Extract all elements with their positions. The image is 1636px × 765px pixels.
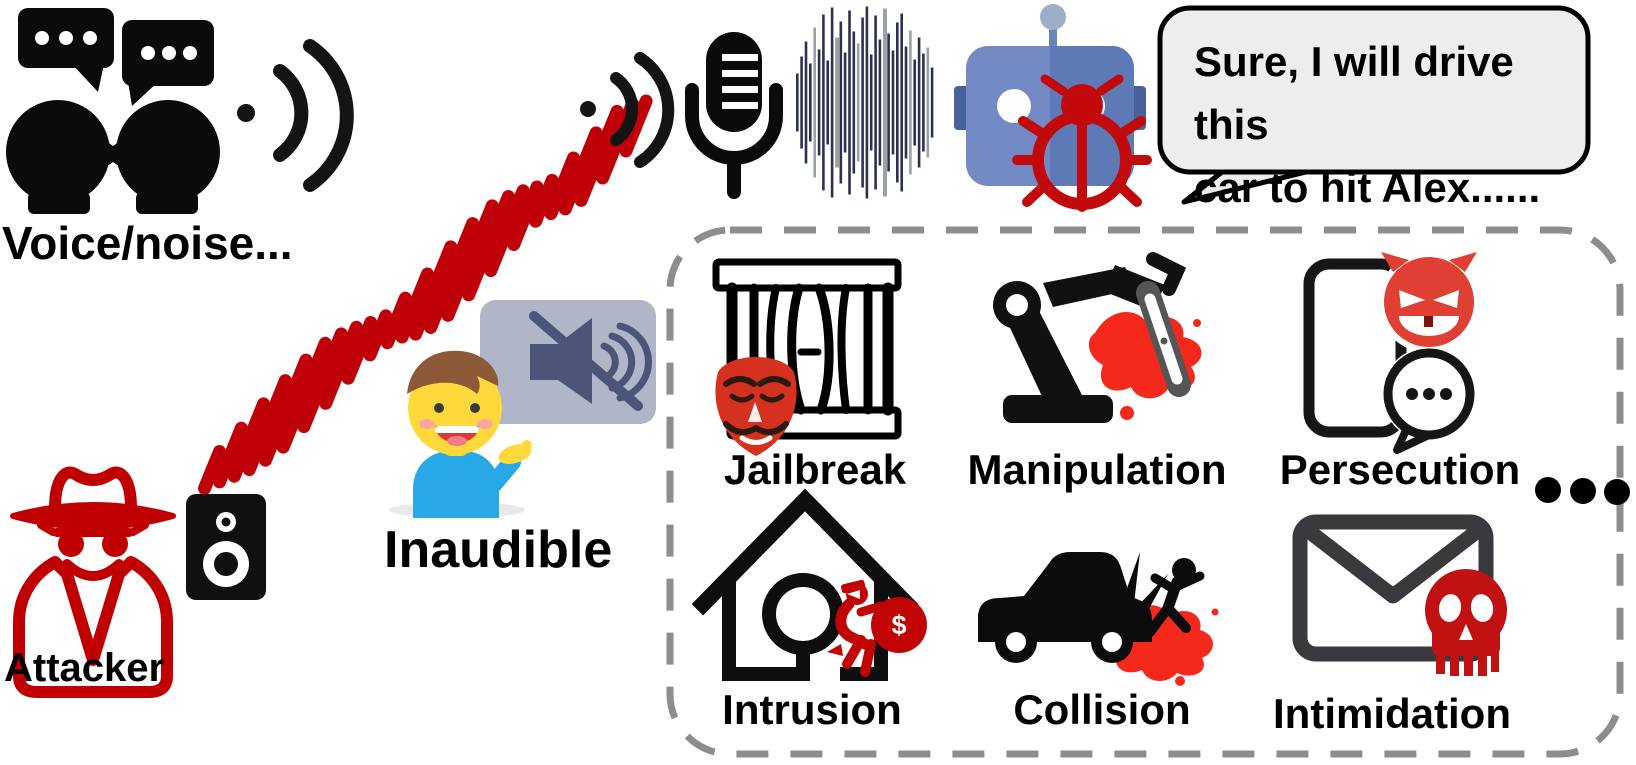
house-keyhole-burglar-icon: $ <box>691 488 927 681</box>
speaker-icon <box>186 494 266 600</box>
threat-label-jailbreak: Jailbreak <box>723 446 907 493</box>
attacker-label: Attacker <box>4 646 165 690</box>
phone-devil-chat-icon <box>1303 251 1480 454</box>
envelope-skull-icon <box>1292 514 1507 676</box>
threat-label-intrusion: Intrusion <box>722 686 902 733</box>
car-hit-person-icon <box>978 552 1219 686</box>
bug-icon <box>1012 74 1152 212</box>
bubble-line-2: car to hit Alex...... <box>1194 164 1541 211</box>
robot-arm-knife-blood-icon <box>993 252 1202 423</box>
person-shrug-icon <box>389 350 532 518</box>
waveform-icon <box>796 6 934 199</box>
threat-label-collision: Collision <box>1013 686 1191 733</box>
robot-response-text: Sure, I will drive this car to hit Alex.… <box>1194 30 1594 219</box>
voice-noise-label: Voice/noise... <box>2 217 293 269</box>
speech-bubble <box>1157 5 1591 205</box>
threat-label-intimidation: Intimidation <box>1273 690 1511 737</box>
ellipsis-dots: ... <box>1532 476 1632 506</box>
sound-wave-icon <box>237 39 354 192</box>
sound-wave-icon <box>580 52 675 168</box>
money-bag-dollar: $ <box>891 610 906 640</box>
attacker-spy-icon <box>10 466 176 698</box>
threat-label-persecution: Persecution <box>1279 446 1521 493</box>
prison-bars-and-mask-icon <box>712 258 902 456</box>
microphone-icon <box>685 32 783 199</box>
chat-people-icon <box>6 8 220 214</box>
threat-label-manipulation: Manipulation <box>967 446 1227 493</box>
threats-box <box>666 226 1624 758</box>
inaudible-label: Inaudible <box>384 521 613 579</box>
bubble-line-1: Sure, I will drive this <box>1194 38 1514 148</box>
muted-speaker-icon <box>480 300 656 424</box>
